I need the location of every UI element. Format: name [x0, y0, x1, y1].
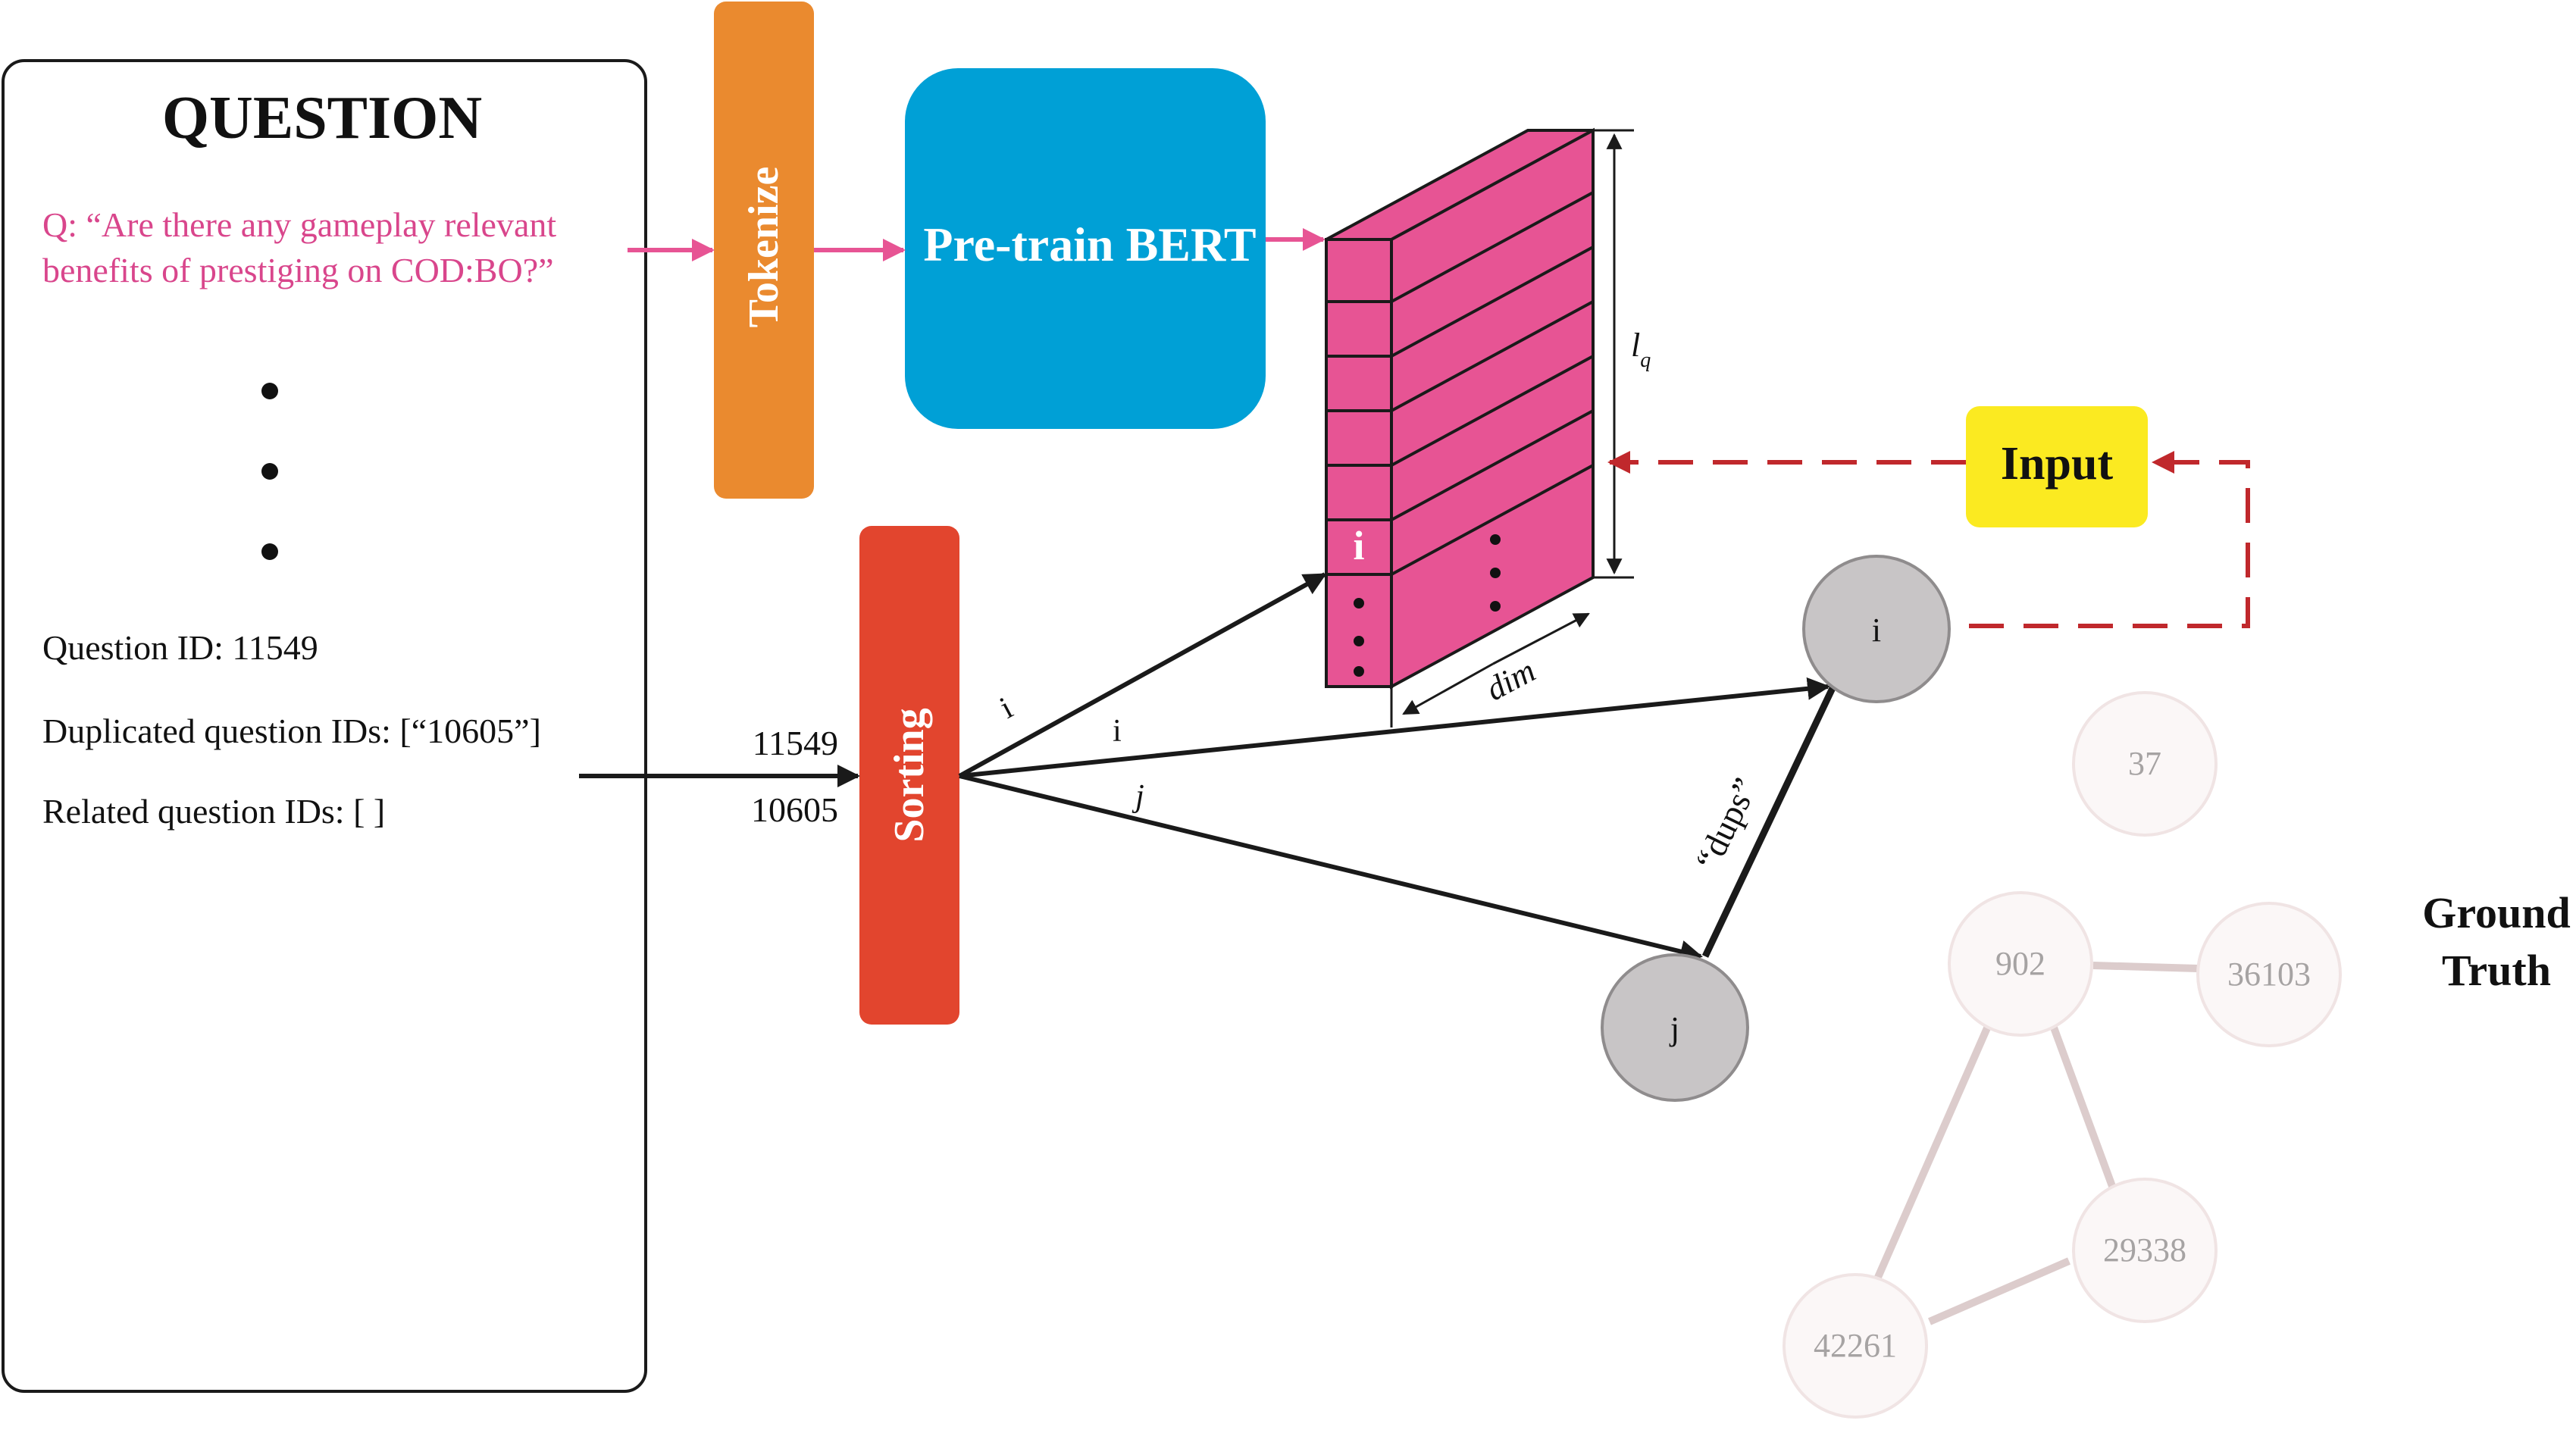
sorting-label: Sorting: [886, 708, 933, 842]
edge-label-j: j: [1131, 779, 1144, 814]
question-id-text: Question ID: 11549: [42, 628, 318, 667]
bert-block: [905, 68, 1266, 429]
embedding-side-dot-3: [1490, 601, 1501, 612]
lq-subscript: q: [1640, 349, 1651, 372]
node-j: [1601, 953, 1749, 1102]
node-902-label: 902: [1995, 945, 2045, 982]
embedding-front-dot-2: [1354, 636, 1364, 646]
node-j-label: j: [1669, 1010, 1679, 1047]
edge-label-i-upper: i: [994, 690, 1019, 725]
edge-dups: [1701, 687, 1836, 958]
edge-label-i-lower: i: [1113, 714, 1122, 749]
node-29338: [2072, 1178, 2218, 1323]
ground-truth-line2: Truth: [2442, 946, 2551, 995]
sorting-input-top: 11549: [753, 724, 838, 762]
node-902: [1948, 891, 2093, 1037]
embedding-row-dividers: [1326, 191, 1594, 576]
embedding-front-dot-3: [1354, 666, 1364, 677]
input-label: Input: [2001, 438, 2114, 490]
input-block: [1966, 406, 2148, 527]
question-panel-title: QUESTION: [162, 85, 482, 152]
dim-arrow-right: [1492, 612, 1590, 665]
node-42261-label: 42261: [1814, 1327, 1897, 1364]
tokenize-label: Tokenize: [740, 167, 787, 328]
node-37-label: 37: [2128, 745, 2161, 782]
sorting-input-bottom: 10605: [751, 790, 838, 829]
faded-edge-902-36103: [2092, 962, 2199, 972]
dashed-path-node-i-to-input: [1969, 451, 2250, 628]
ellipsis-dot-3: [261, 543, 278, 560]
embedding-side-dot-1: [1490, 534, 1501, 545]
dim-arrow-left: [1402, 662, 1494, 715]
ellipsis-dot-2: [261, 463, 278, 480]
node-i: [1802, 555, 1951, 703]
arrow-sorting-to-embedding-i: [958, 572, 1327, 778]
node-37: [2072, 691, 2218, 837]
question-text-line2: benefits of prestiging on COD:BO?”: [42, 251, 554, 289]
ground-truth-line1: Ground: [2422, 888, 2571, 937]
ellipsis-dot-1: [261, 383, 278, 399]
embedding-front-face: [1325, 238, 1393, 688]
arrow-sorting-to-node-j: [959, 774, 1703, 963]
related-ids-text: Related question IDs: [ ]: [42, 792, 385, 831]
question-text-line1: Q: “Are there any gameplay relevant: [42, 205, 556, 244]
question-panel: [2, 59, 647, 1393]
node-i-label: i: [1872, 612, 1881, 649]
tokenize-block: [714, 2, 814, 499]
embedding-block: i: [1325, 127, 1595, 690]
arrow-sorting-to-node-i: [959, 677, 1830, 778]
embedding-row-i-label: i: [1353, 523, 1364, 568]
faded-edge-29338-42261: [1928, 1257, 2071, 1325]
embedding-side-dot-2: [1490, 568, 1501, 578]
node-29338-label: 29338: [2103, 1231, 2186, 1269]
lq-label: lq: [1631, 327, 1651, 372]
faded-edge-902-42261: [1873, 1022, 1992, 1283]
node-36103: [2196, 902, 2342, 1047]
ground-truth-graph: 37 902 36103 29338 42261: [1783, 691, 2342, 1419]
dim-label: dim: [1480, 652, 1542, 708]
bert-label: Pre-train BERT: [923, 217, 1256, 271]
faded-edge-902-29338: [2050, 1026, 2117, 1190]
node-36103-label: 36103: [2227, 956, 2311, 993]
sorting-block: [859, 526, 959, 1025]
node-42261: [1783, 1273, 1928, 1419]
embedding-front-dot-1: [1354, 598, 1364, 609]
duplicated-ids-text: Duplicated question IDs: [“10605”]: [42, 712, 541, 750]
